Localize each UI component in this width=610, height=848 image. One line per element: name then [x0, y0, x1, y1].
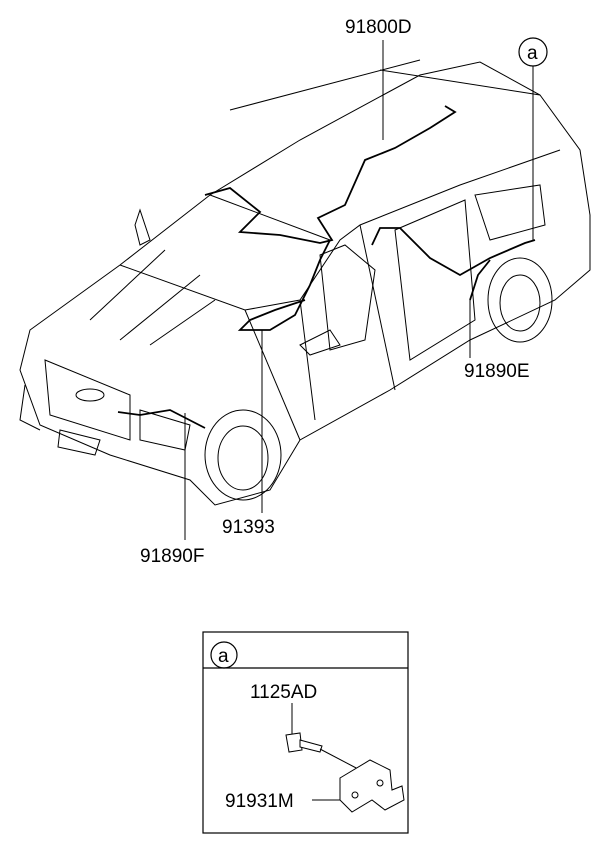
part-label-91393: 91393	[222, 517, 275, 538]
detail-callout-a: a	[218, 646, 229, 667]
callout-a: a	[518, 37, 548, 67]
bracket-icon	[339, 759, 405, 813]
bolt-icon	[285, 732, 361, 771]
callout-a-label: a	[527, 43, 538, 64]
part-label-91931M: 91931M	[225, 791, 294, 812]
part-label-91890E: 91890E	[464, 361, 530, 382]
part-label-1125AD: 1125AD	[250, 682, 317, 703]
detail-box-a: a 1125AD 91931M	[202, 631, 409, 834]
part-label-91800D: 91800D	[345, 17, 412, 38]
leader-lines	[184, 40, 534, 540]
wiring-harnesses	[117, 105, 536, 429]
vehicle-illustration	[19, 59, 591, 506]
part-label-91890F: 91890F	[140, 546, 204, 567]
